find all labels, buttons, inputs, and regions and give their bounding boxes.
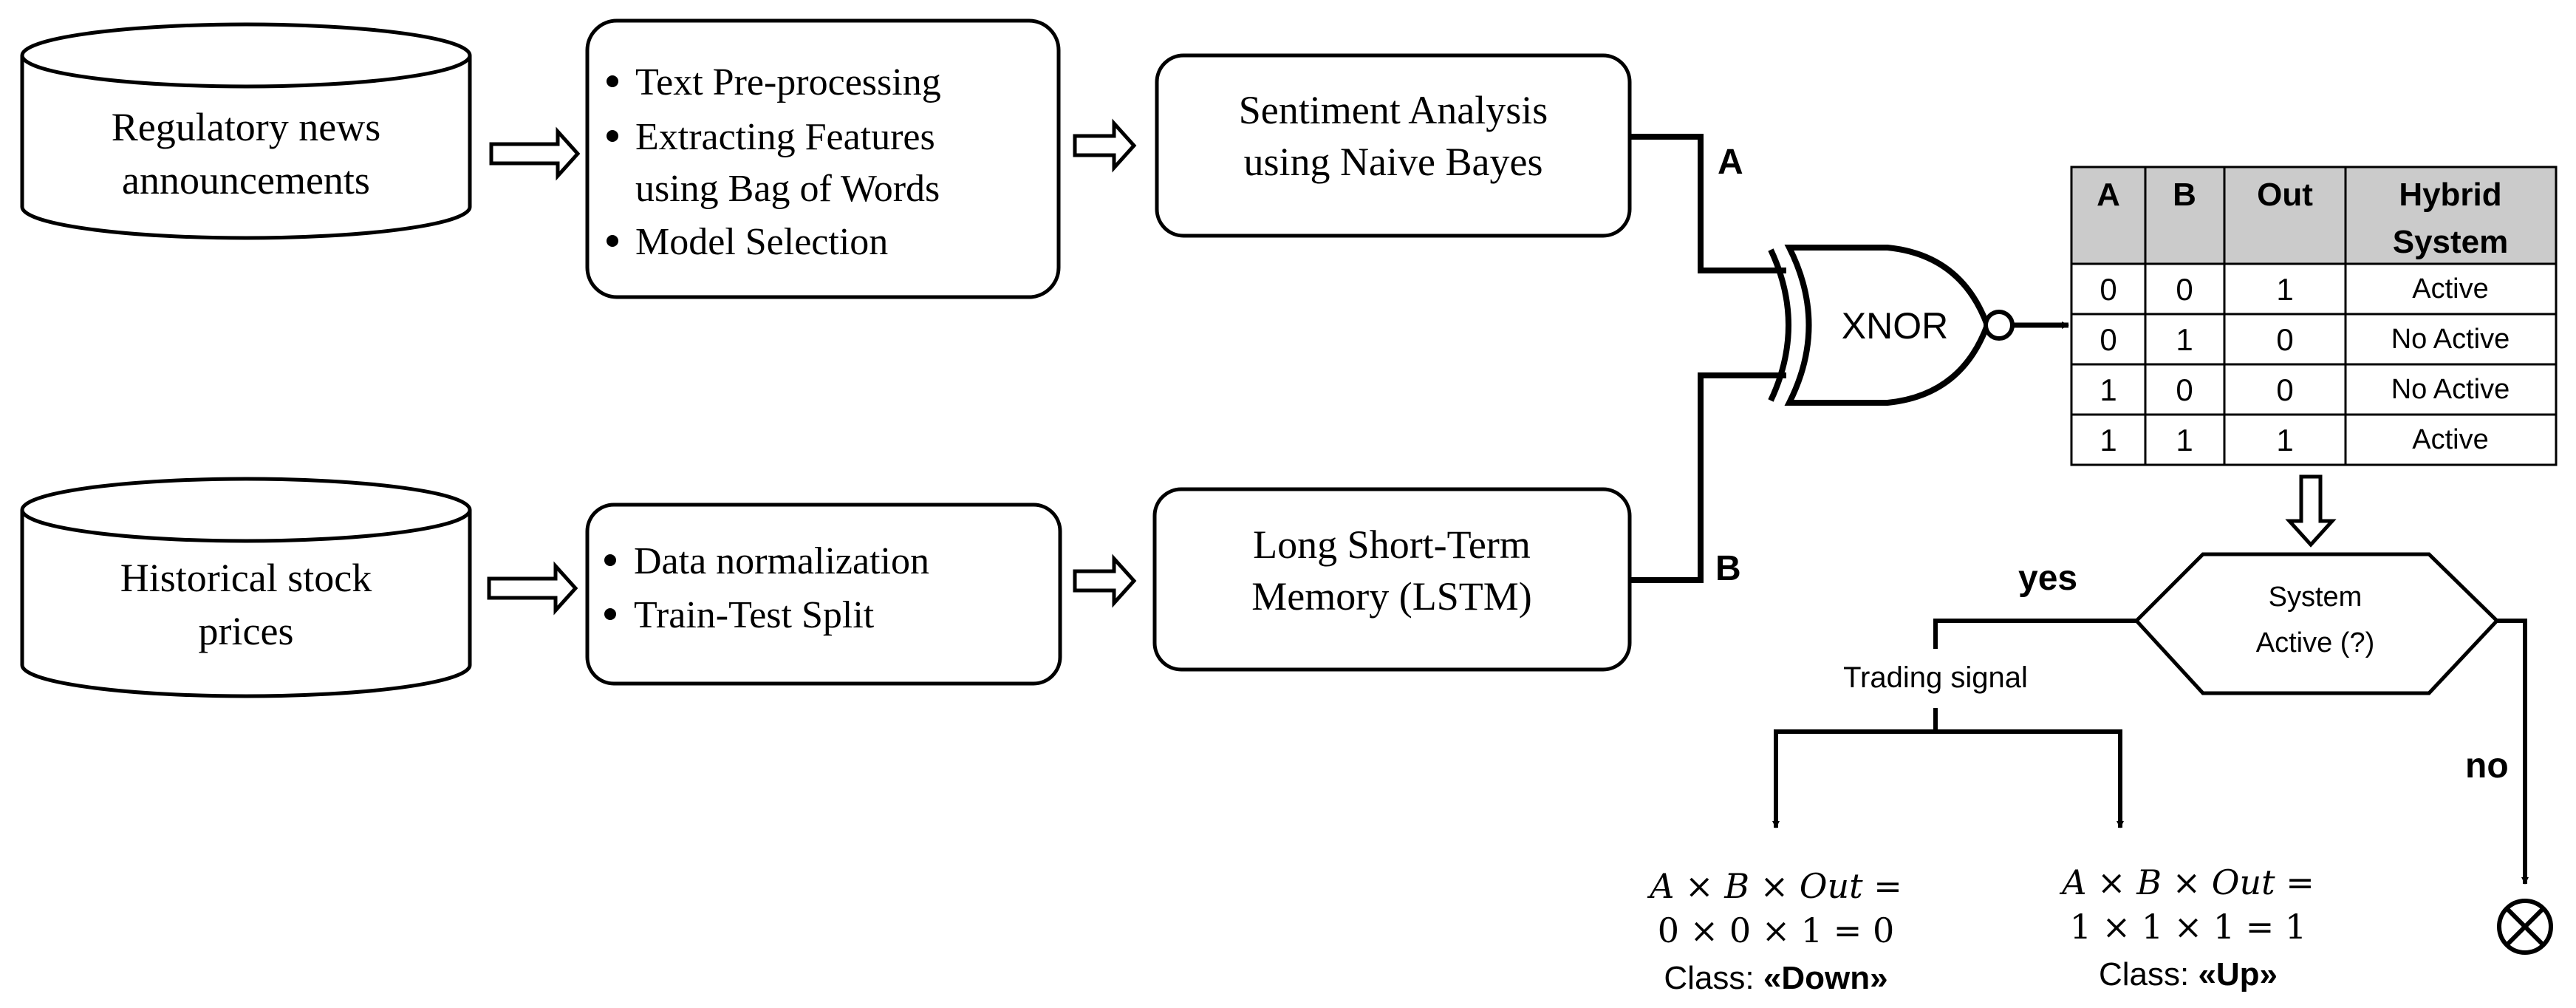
table-header-out: Out xyxy=(2257,177,2313,213)
up-class: Class: «Up» xyxy=(2099,956,2278,992)
table-cell: 1 xyxy=(2176,423,2193,457)
decision-label-line1: System xyxy=(2269,582,2363,613)
trading-signal-label: Trading signal xyxy=(1843,661,2028,694)
news-database: Regulatory news announcements xyxy=(20,22,472,240)
sentiment-label-line2: using Naive Bayes xyxy=(1244,140,1543,184)
table-cell: 1 xyxy=(2276,272,2293,307)
table-cell: Active xyxy=(2412,424,2488,455)
lstm-box: Long Short-Term Memory (LSTM) xyxy=(1152,487,1632,672)
table-cell: 0 xyxy=(2276,322,2293,357)
prices-label-line1: Historical stock xyxy=(120,556,372,600)
table-header-b: B xyxy=(2173,177,2196,213)
bullet-icon xyxy=(604,608,616,620)
table-header-system: System xyxy=(2393,224,2509,260)
feature-extraction-item: Extracting Features xyxy=(635,116,935,158)
table-header-hybrid: Hybrid xyxy=(2399,177,2501,213)
hollow-arrow-icon xyxy=(1073,554,1137,608)
yes-branch-line xyxy=(1933,619,2136,649)
table-cell: 0 xyxy=(2176,372,2193,407)
prices-label-line2: prices xyxy=(199,609,294,653)
lstm-label-line2: Memory (LSTM) xyxy=(1251,574,1531,619)
hollow-arrow-icon xyxy=(487,561,578,616)
bullet-icon xyxy=(607,235,618,247)
up-formula: A × B × Out = xyxy=(2059,862,2314,902)
train-test-split-item: Train-Test Split xyxy=(634,594,875,636)
signal-b-label: B xyxy=(1715,549,1741,588)
inversion-bubble-icon xyxy=(1984,310,2015,341)
down-calculation: 0 × 0 × 1 = 0 xyxy=(1658,910,1894,950)
model-selection-item: Model Selection xyxy=(635,221,888,263)
sentiment-label-line1: Sentiment Analysis xyxy=(1239,88,1548,132)
table-cell: No Active xyxy=(2391,374,2510,405)
table-cell: 0 xyxy=(2100,322,2117,357)
lstm-label-line1: Long Short-Term xyxy=(1253,522,1531,567)
signal-a-label: A xyxy=(1718,143,1743,182)
feature-extraction-item-cont: using Bag of Words xyxy=(635,168,940,210)
down-formula: A × B × Out = xyxy=(1647,866,1902,906)
up-calculation: 1 × 1 × 1 = 1 xyxy=(2070,907,2306,947)
news-label-line2: announcements xyxy=(122,158,370,202)
no-branch-line xyxy=(2497,619,2529,885)
signal-split-line xyxy=(1774,729,2122,826)
table-cell: 1 xyxy=(2276,423,2293,457)
table-cell: 1 xyxy=(2176,322,2193,357)
signal-a-wire xyxy=(1630,134,1786,273)
yes-label: yes xyxy=(2018,559,2077,598)
hollow-arrow-icon xyxy=(489,126,581,181)
bullet-icon xyxy=(604,554,616,566)
system-active-decision: System Active (?) xyxy=(2133,552,2500,695)
signal-b-wire xyxy=(1630,372,1786,583)
up-outcome: A × B × Out = 1 × 1 × 1 = 1 Class: «Up» xyxy=(2059,862,2314,992)
price-preprocessing-box: Data normalization Train-Test Split xyxy=(585,503,1062,686)
decision-label-line2: Active (?) xyxy=(2256,627,2374,658)
table-cell: No Active xyxy=(2391,324,2510,355)
prices-database: Historical stock prices xyxy=(20,477,472,698)
text-preprocessing-box: Text Pre-processing Extracting Features … xyxy=(585,18,1061,299)
down-outcome: A × B × Out = 0 × 0 × 1 = 0 Class: «Down… xyxy=(1647,866,1902,996)
table-cell: 0 xyxy=(2100,272,2117,307)
down-class: Class: «Down» xyxy=(1664,960,1887,996)
data-normalization-item: Data normalization xyxy=(634,540,929,582)
up-class-prefix: Class: xyxy=(2099,956,2198,992)
xnor-gate: XNOR xyxy=(1768,245,2015,406)
table-header-bg xyxy=(2071,167,2556,264)
sentiment-analysis-box: Sentiment Analysis using Naive Bayes xyxy=(1155,53,1632,238)
truth-table: A B Out Hybrid System 0 0 1 Active 0 1 0… xyxy=(2070,166,2558,466)
down-class-value: «Down» xyxy=(1763,960,1888,996)
table-cell: 0 xyxy=(2276,372,2293,407)
bullet-icon xyxy=(607,130,618,142)
text-preprocessing-item: Text Pre-processing xyxy=(635,61,941,103)
bullet-icon xyxy=(607,75,618,87)
no-label: no xyxy=(2465,746,2509,786)
hollow-arrow-icon xyxy=(1073,118,1137,173)
table-header-a: A xyxy=(2097,177,2120,213)
hollow-down-arrow-icon xyxy=(2285,474,2337,548)
down-class-prefix: Class: xyxy=(1664,960,1763,996)
table-cell: 1 xyxy=(2100,423,2117,457)
terminate-icon xyxy=(2497,899,2553,955)
news-label-line1: Regulatory news xyxy=(112,105,380,149)
up-class-value: «Up» xyxy=(2198,956,2278,992)
xnor-label: XNOR xyxy=(1842,305,1948,347)
table-cell: 1 xyxy=(2100,372,2117,407)
table-cell: Active xyxy=(2412,273,2488,304)
table-cell: 0 xyxy=(2176,272,2193,307)
